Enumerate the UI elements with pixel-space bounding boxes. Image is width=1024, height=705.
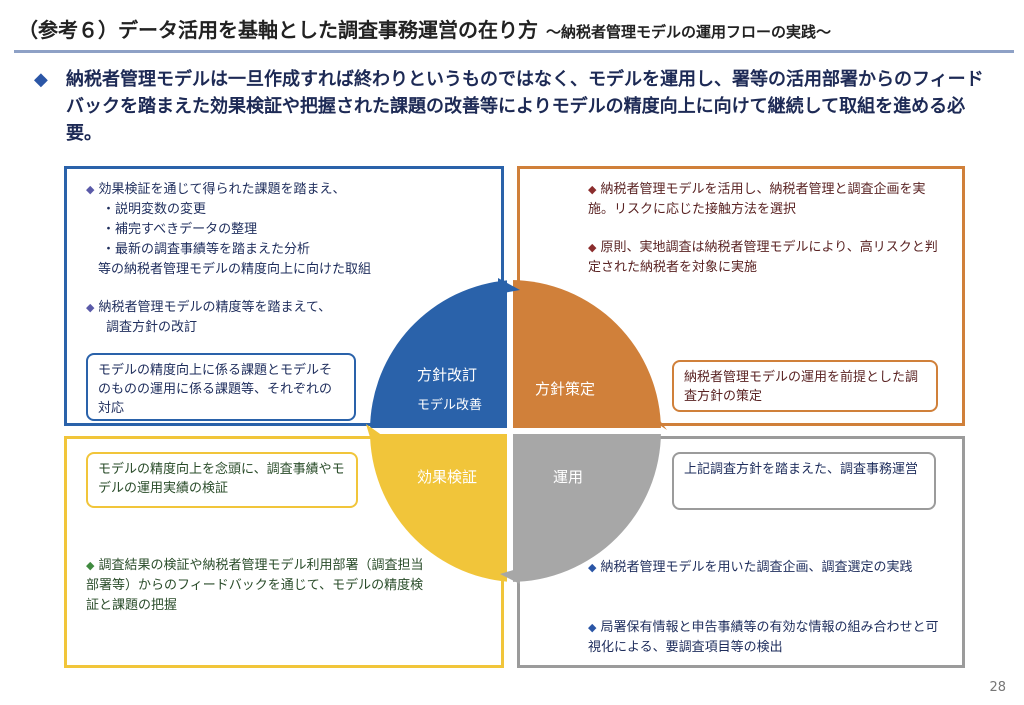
page-title: （参考６）データ活用を基軸とした調査事務運営の在り方 ～納税者管理モデルの運用フロ… — [18, 14, 1008, 43]
arrow-operation-icon — [500, 568, 520, 584]
diamond-bullet-icon: ◆ — [588, 621, 597, 634]
diamond-bullet-icon: ◆ — [34, 69, 48, 90]
lead-text: 納税者管理モデルは一旦作成すれば終わりというものではなく、モデルを運用し、署等の… — [66, 69, 984, 144]
br-callout-box: 上記調査方針を踏まえた、調査事務運営 — [672, 452, 936, 510]
diamond-bullet-icon: ◆ — [86, 183, 95, 196]
diamond-bullet-icon: ◆ — [86, 559, 95, 572]
tl-p2-line2: 調査方針の改訂 — [106, 320, 198, 335]
bl-paragraph-1: ◆調査結果の検証や納税者管理モデル利用部署（調査担当部署等）からのフィードバック… — [86, 556, 426, 616]
cycle-segment-effect-verify — [369, 431, 510, 582]
br-paragraph-2: ◆局署保有情報と申告事績等の有効な情報の組み合わせと可視化による、要調査項目等の… — [588, 618, 948, 658]
tr-p2-text: 原則、実地調査は納税者管理モデルにより、高リスクと判定された納税者を対象に実施 — [588, 240, 938, 275]
cycle-segment-operation — [510, 431, 661, 582]
title-divider — [14, 50, 1014, 53]
cycle-segment-plan-formulate — [510, 280, 661, 431]
tl-p1-item2: ・補完すべきデータの整理 — [102, 222, 258, 237]
tr-paragraph-2: ◆原則、実地調査は納税者管理モデルにより、高リスクと判定された納税者を対象に実施 — [588, 238, 948, 278]
tl-p1-tail: 等の納税者管理モデルの精度向上に向けた取組 — [98, 262, 372, 277]
arrow-effect-verify-icon — [366, 424, 386, 444]
bl-callout-box: モデルの精度向上を念頭に、調査事績やモデルの運用実績の検証 — [86, 452, 358, 508]
tl-paragraph-2: ◆納税者管理モデルの精度等を踏まえて、 調査方針の改訂 — [86, 298, 416, 338]
tl-p1-head: 効果検証を通じて得られた課題を踏まえ、 — [98, 182, 346, 197]
arrow-plan-formulate-icon — [649, 414, 667, 430]
br-paragraph-1: ◆納税者管理モデルを用いた調査企画、調査選定の実践 — [588, 558, 948, 578]
br-p1-text: 納税者管理モデルを用いた調査企画、調査選定の実践 — [600, 560, 913, 575]
tl-p2-line1: 納税者管理モデルの精度等を踏まえて、 — [98, 300, 332, 315]
tr-paragraph-1: ◆納税者管理モデルを活用し、納税者管理と調査企画を実施。リスクに応じた接触方法を… — [588, 180, 948, 220]
bl-p1-text: 調査結果の検証や納税者管理モデル利用部署（調査担当部署等）からのフィードバックを… — [86, 558, 424, 613]
tl-p1-item1: ・説明変数の変更 — [102, 202, 207, 217]
br-p2-text: 局署保有情報と申告事績等の有効な情報の組み合わせと可視化による、要調査項目等の検… — [588, 620, 939, 655]
label-effect-verify: 効果検証 — [417, 468, 478, 486]
diamond-bullet-icon: ◆ — [86, 301, 95, 314]
title-subtitle: ～納税者管理モデルの運用フローの実践～ — [546, 23, 832, 41]
tl-p1-item3: ・最新の調査事績等を踏まえた分析 — [102, 242, 311, 257]
page-number: 28 — [989, 680, 1006, 695]
tr-p1-text: 納税者管理モデルを活用し、納税者管理と調査企画を実施。リスクに応じた接触方法を選… — [588, 182, 926, 217]
tl-paragraph-1: ◆効果検証を通じて得られた課題を踏まえ、 ・説明変数の変更 ・補完すべきデータの… — [86, 180, 486, 280]
label-operation: 運用 — [553, 468, 584, 486]
lead-statement: ◆ 納税者管理モデルは一旦作成すれば終わりというものではなく、モデルを運用し、署… — [34, 66, 986, 147]
tl-callout-box: モデルの精度向上に係る課題とモデルそのものの運用に係る課題等、それぞれの対応 — [86, 353, 356, 421]
label-model-improve: モデル改善 — [417, 398, 483, 413]
label-plan-formulate: 方針策定 — [535, 380, 596, 398]
label-plan-revise: 方針改訂 — [417, 366, 478, 384]
tr-callout-box: 納税者管理モデルの運用を前提とした調査方針の策定 — [672, 360, 938, 412]
diamond-bullet-icon: ◆ — [588, 241, 597, 254]
cycle-segment-plan-revise — [369, 280, 510, 431]
title-main: （参考６）データ活用を基軸とした調査事務運営の在り方 — [18, 18, 538, 42]
diamond-bullet-icon: ◆ — [588, 561, 597, 574]
diamond-bullet-icon: ◆ — [588, 183, 597, 196]
arrow-plan-revise-icon — [498, 278, 520, 294]
